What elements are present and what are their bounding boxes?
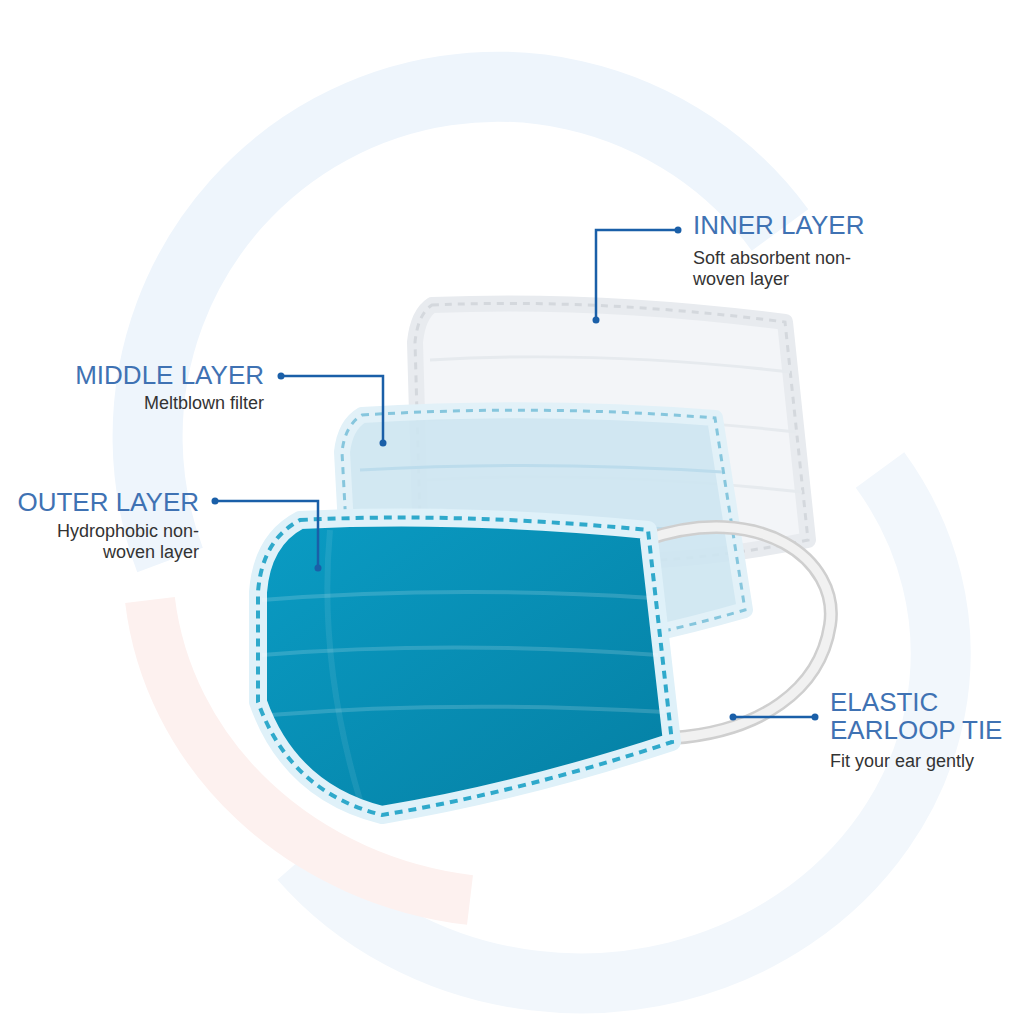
leader-dot [212,498,219,505]
leader-dot [278,373,285,380]
part-description: Fit your ear gently [830,751,974,772]
layer-name: OUTER LAYER [17,488,199,516]
leader-dot [593,317,600,324]
layer-description: Soft absorbent non-woven layer [693,248,873,290]
leader-dot [675,227,682,234]
fold [327,530,360,800]
layer-description: Hydrophobic non-woven layer [29,521,199,563]
leader-dot [315,565,322,572]
leader-dots [212,227,819,721]
leader-line [215,501,318,568]
leader-lines [215,230,815,717]
stitching [258,518,672,815]
part-name: ELASTIC EARLOOP TIE [830,688,1015,744]
pleat [262,592,665,715]
background-swirl [148,87,941,984]
leader-line [596,230,678,320]
layer-fill [258,518,672,815]
outer-layer-shape [258,518,672,815]
leader-dot [730,714,737,721]
layer-name: INNER LAYER [693,211,864,239]
layer-name: MIDDLE LAYER [75,361,264,389]
layer-description: Meltblown filter [144,393,264,414]
leader-line [733,716,815,719]
leader-dot [812,714,819,721]
leader-dot [380,440,387,447]
leader-line [281,376,383,443]
